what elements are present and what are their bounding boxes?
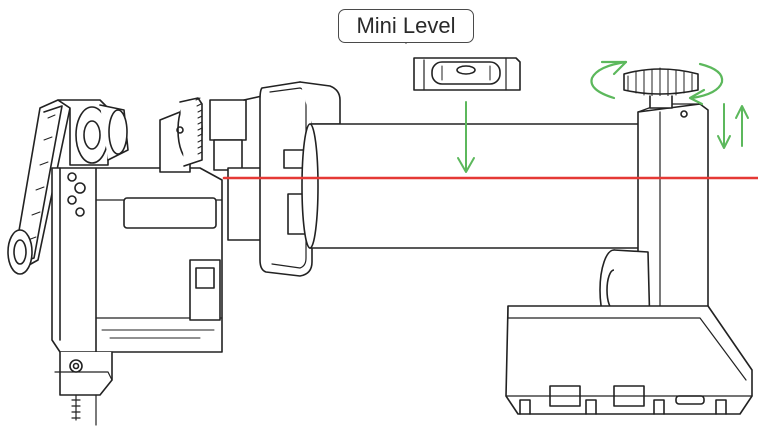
mini-level-label: Mini Level — [356, 13, 456, 38]
mini-level-callout: Mini Level — [338, 9, 474, 43]
mini-level — [413, 57, 521, 91]
laser-tube — [301, 123, 641, 249]
leveling-stand — [505, 67, 753, 415]
down-arrow-icon — [457, 101, 475, 173]
up-down-arrows-icon — [717, 103, 749, 149]
rotate-knob-arrow-icon — [590, 60, 724, 106]
extruder-assembly — [7, 99, 223, 426]
